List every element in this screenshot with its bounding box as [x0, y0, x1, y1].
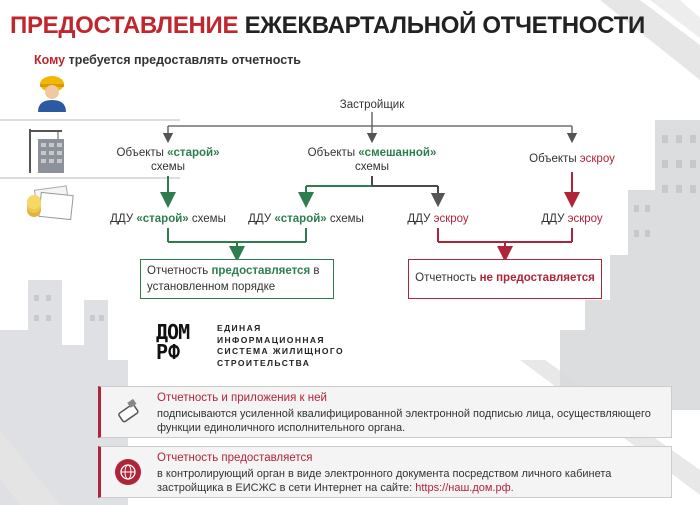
result-not-provided-box: Отчетность не предоставляется — [408, 259, 602, 299]
objects-mixed-label: Объекты «смешанной»схемы — [307, 147, 437, 173]
dom-rf-logo: ДОМ РФ — [156, 320, 190, 364]
submission-info-box: Отчетность предоставляется в контролирую… — [98, 446, 672, 498]
submission-info-title: Отчетность предоставляется — [157, 452, 313, 464]
signature-info-title: Отчетность и приложения к ней — [157, 392, 327, 404]
eiszhs-logo-text: ЕДИНАЯ ИНФОРМАЦИОННАЯ СИСТЕМА ЖИЛИЩНОГО … — [217, 323, 345, 368]
eiszhs-site-link[interactable]: https://наш.дом.рф. — [415, 482, 514, 494]
ddu-old-left: ДДУ «старой» схемы — [110, 213, 226, 225]
signature-info-box: Отчетность и приложения к ней подписываю… — [98, 386, 672, 438]
page-title: ПРЕДОСТАВЛЕНИЕ ЕЖЕКВАРТАЛЬНОЙ ОТЧЕТНОСТИ — [10, 12, 645, 39]
signature-info-text: подписываются усиленной квалифицированно… — [157, 408, 651, 434]
ddu-escrow-mixed: ДДУ эскроу — [407, 213, 469, 225]
submission-info-text: в контролирующий орган в виде электронно… — [157, 468, 612, 494]
ddu-escrow-right: ДДУ эскроу — [541, 213, 603, 225]
ddu-old-mixed: ДДУ «старой» схемы — [248, 213, 364, 225]
result-provided-box: Отчетность предоставляется в установленн… — [140, 259, 334, 299]
usb-token-icon — [118, 398, 139, 423]
documents-icon — [27, 185, 74, 221]
objects-escrow-label: Объекты эскроу — [529, 153, 615, 165]
developer-label: Застройщик — [339, 99, 405, 111]
globe-icon — [115, 459, 141, 485]
objects-old-label: Объекты «старой»схемы — [116, 147, 220, 173]
worker-icon — [38, 76, 66, 112]
building-construction-icon — [29, 129, 64, 173]
subtitle: Кому требуется предоставлять отчетность — [34, 53, 301, 67]
